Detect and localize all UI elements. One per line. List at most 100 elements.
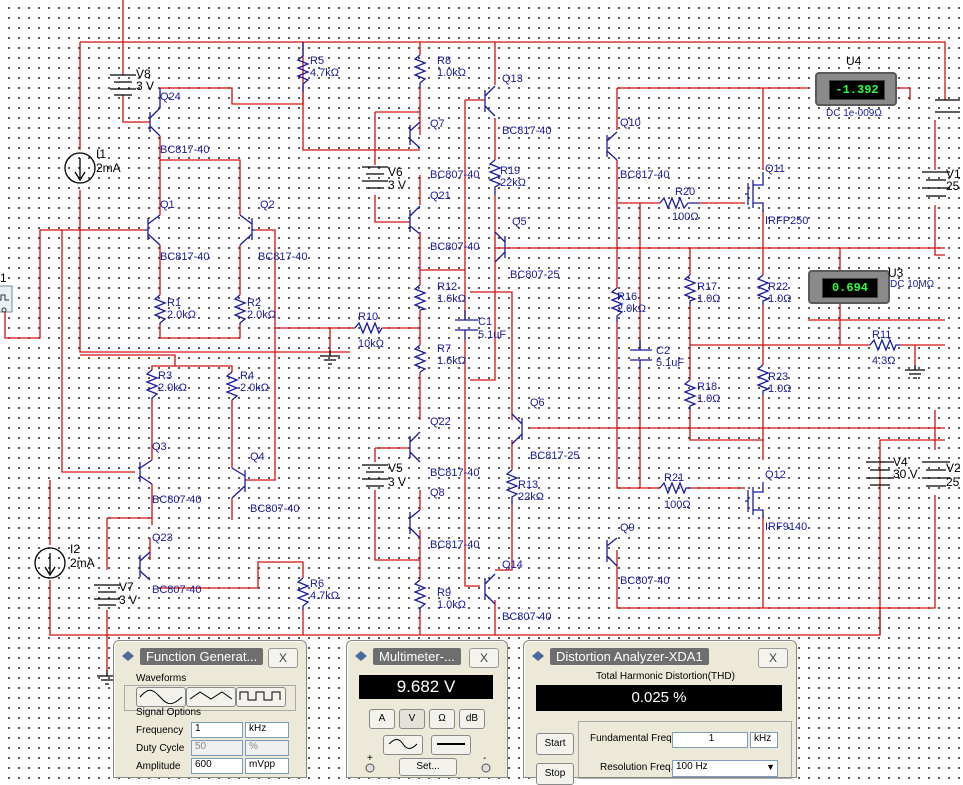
label-r3-ref: R3: [158, 370, 172, 382]
label-r4-ref: R4: [240, 370, 254, 382]
duty-cycle-input[interactable]: 50: [191, 740, 243, 756]
label-r20-ref: R20: [675, 186, 695, 198]
label-r5-ref: R5: [310, 55, 324, 67]
label-q23-ref: Q23: [152, 532, 173, 544]
battery-v1-symbol[interactable]: [922, 171, 950, 197]
close-button[interactable]: X: [758, 648, 788, 668]
distortion-analyzer-window[interactable]: Distortion Analyzer-XDA1 X Total Harmoni…: [523, 640, 797, 785]
label-v7-val: 3 V: [119, 593, 137, 607]
label-r18-ref: R18: [697, 381, 717, 393]
close-button[interactable]: X: [268, 648, 298, 668]
label-q10-val: BC817-40: [620, 169, 670, 181]
current-source-i1[interactable]: [64, 152, 96, 184]
label-r2-val: 2.0kΩ: [247, 309, 276, 321]
title-bar[interactable]: Multimeter-... X: [351, 644, 503, 668]
u3-reading: 0.694: [822, 278, 878, 298]
label-r22-ref: R22: [768, 281, 788, 293]
sine-wave-button[interactable]: [136, 687, 186, 707]
dc-mode-button[interactable]: [431, 735, 471, 755]
resolution-freq-select[interactable]: 100 Hz ▼: [672, 760, 778, 777]
function-generator-window[interactable]: Function Generat... X Waveforms Signal O…: [113, 640, 307, 778]
start-button[interactable]: Start: [536, 733, 574, 755]
label-q23-val: BC807-40: [152, 584, 202, 596]
label-r23-val: 1.0Ω: [768, 383, 792, 395]
amplitude-input[interactable]: 600: [191, 758, 243, 774]
label-r5-val: 4.7kΩ: [310, 67, 339, 79]
label-q4-val: BC807-40: [250, 503, 300, 515]
label-c2-ref: C2: [656, 345, 670, 357]
thd-display: 0.025 %: [536, 685, 782, 711]
ground-v7: [97, 670, 117, 685]
label-q3-val: BC807-40: [152, 494, 202, 506]
battery-v7-symbol[interactable]: [94, 584, 120, 606]
frequency-label: Frequency: [136, 725, 184, 736]
negative-terminal-icon[interactable]: [481, 763, 491, 773]
label-v6-val: 3 V: [388, 178, 406, 192]
triangle-wave-button[interactable]: [186, 687, 236, 707]
amplitude-unit[interactable]: mVpp: [245, 758, 289, 774]
frequency-input[interactable]: 1: [191, 722, 243, 738]
fundamental-freq-unit[interactable]: kHz: [750, 732, 778, 748]
dc-line-icon: [437, 743, 465, 745]
label-r2-ref: R2: [247, 297, 261, 309]
label-r8-val: 1.0kΩ: [437, 67, 466, 79]
label-q14-val: BC807-40: [502, 611, 552, 623]
ground-r11: [905, 365, 925, 379]
u3-ref: U3: [888, 266, 904, 280]
voltmeter-mode-button[interactable]: V: [399, 709, 425, 729]
resistors-vertical: [145, 42, 770, 612]
ammeter-mode-button[interactable]: A: [369, 709, 395, 729]
set-button[interactable]: Set...: [399, 758, 457, 776]
ac-mode-button[interactable]: [383, 735, 423, 755]
capacitor-c1[interactable]: [455, 310, 478, 340]
label-r19-val: 22kΩ: [500, 177, 526, 189]
label-q11-val: IRFP250: [765, 215, 808, 227]
label-r7-val: 1.6kΩ: [437, 355, 466, 367]
label-r20-val: 100Ω: [672, 211, 699, 223]
battery-v5-symbol[interactable]: [362, 464, 388, 487]
decibel-mode-button[interactable]: dB: [459, 709, 485, 729]
title-bar[interactable]: Function Generat... X: [118, 644, 302, 668]
battery-v8-symbol[interactable]: [110, 74, 136, 96]
component-labels: V8 3 V I1 2mA I2 2mA V6 3 V V5 3 V V7 3 …: [70, 55, 961, 623]
current-source-i2[interactable]: [34, 547, 66, 579]
label-q9-val: BC807-40: [620, 575, 670, 587]
label-q10-ref: Q10: [620, 117, 641, 129]
ammeter-u4[interactable]: -1.392: [815, 72, 897, 106]
square-wave-button[interactable]: [236, 687, 286, 707]
stop-button[interactable]: Stop: [536, 763, 574, 785]
app-icon: [122, 651, 134, 661]
title-bar[interactable]: Distortion Analyzer-XDA1 X: [528, 644, 792, 668]
duty-cycle-label: Duty Cycle: [136, 743, 185, 754]
battery-v2-symbol[interactable]: [922, 461, 950, 487]
label-r13-val: 22kΩ: [518, 491, 544, 503]
label-v2-val: 25: [946, 475, 960, 489]
battery-v6-symbol[interactable]: [362, 166, 388, 189]
frequency-unit[interactable]: kHz: [245, 722, 289, 738]
fundamental-freq-input[interactable]: 1: [672, 732, 748, 748]
ohmmeter-mode-button[interactable]: Ω: [429, 709, 455, 729]
label-q13-val: BC817-40: [502, 125, 552, 137]
positive-terminal-icon[interactable]: [365, 763, 375, 773]
sine-wave-icon: [139, 689, 183, 705]
wires: [49, 0, 946, 670]
duty-cycle-unit[interactable]: %: [245, 740, 289, 756]
label-r1-val: 2.0kΩ: [167, 309, 196, 321]
window-title: Function Generat...: [140, 648, 264, 665]
multimeter-window[interactable]: Multimeter-... X 9.682 V A V Ω dB + - Se…: [346, 640, 508, 778]
function-generator-symbol[interactable]: 1: [0, 229, 62, 339]
voltmeter-u3[interactable]: 0.694: [808, 270, 890, 304]
label-r4-val: 2.0kΩ: [240, 382, 269, 394]
capacitor-c2[interactable]: [630, 340, 652, 368]
label-q11-ref: Q11: [765, 163, 785, 175]
label-r6-val: 4.7kΩ: [310, 590, 339, 602]
window-title: Multimeter-...: [373, 648, 461, 665]
amplitude-label: Amplitude: [136, 761, 181, 772]
label-q14-ref: Q14: [502, 559, 523, 571]
label-q8-val: BC817-40: [430, 539, 480, 551]
battery-v4-symbol[interactable]: [866, 461, 894, 486]
chevron-down-icon[interactable]: ▼: [766, 762, 775, 772]
u4-ref: U4: [846, 54, 862, 68]
close-button[interactable]: X: [469, 648, 499, 668]
